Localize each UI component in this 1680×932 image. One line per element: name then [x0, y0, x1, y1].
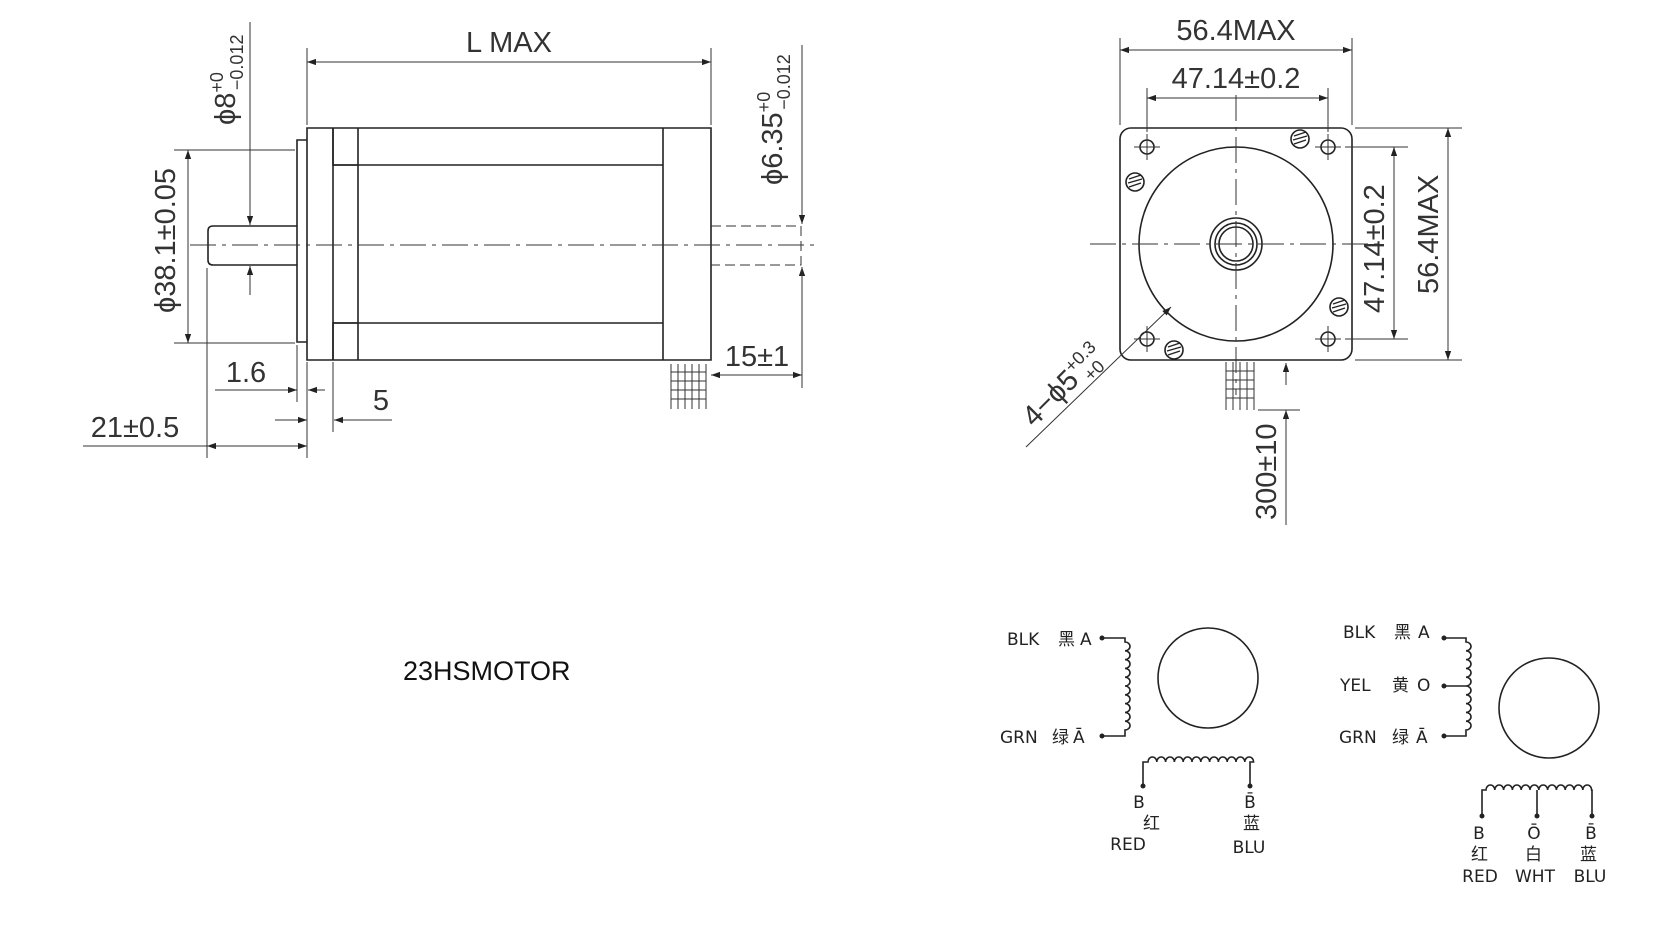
shaft-length-dim: 21±0.5	[91, 412, 180, 444]
signal-label: A	[1080, 630, 1092, 650]
side-view: L MAX ϕ8+0−0.012 ϕ38.1±0.05 ϕ6.35+0−0.01…	[83, 22, 815, 458]
holes-dim: 4−ϕ5+0.3+0	[1014, 337, 1114, 437]
body-height-dim: 56.4MAX	[1413, 175, 1445, 294]
wiring-diagram-4-wire: BLK 黑 A GRN 绿 Ā B 红 RED B̄ 蓝 BLU	[1000, 627, 1266, 858]
pilot-dia-dim: ϕ38.1±0.05	[150, 168, 182, 313]
wire-label-blk: BLK	[1007, 630, 1040, 650]
wire-label-blk: BLK	[1343, 623, 1376, 643]
wire-label-blu: BLU	[1233, 838, 1266, 858]
signal-label: Ā	[1073, 726, 1085, 748]
flange-1-6-dim: 1.6	[226, 357, 266, 389]
screw-icon	[1290, 129, 1310, 149]
wire-cn-label: 蓝	[1243, 814, 1260, 834]
signal-label: B̄	[1244, 791, 1256, 813]
wiring-diagram-6-wire: BLK 黑 A YEL 黄 O GRN 绿 Ā B 红 RED Ō 白 WHT …	[1339, 623, 1606, 887]
wire-cn-label: 蓝	[1580, 845, 1597, 865]
signal-label: O	[1417, 676, 1430, 696]
wire-cn-label: 白	[1525, 845, 1542, 865]
mount-hole	[1314, 325, 1342, 353]
flange-5-dim: 5	[373, 385, 389, 417]
screw-icon	[1125, 172, 1145, 192]
wire-cn-label: 绿	[1392, 728, 1409, 748]
screw-icon	[1164, 340, 1184, 360]
lead-length-dim: 300±10	[1251, 423, 1283, 520]
body-width-dim: 56.4MAX	[1176, 15, 1295, 47]
mount-hole	[1133, 133, 1161, 161]
length-dim: L MAX	[466, 27, 552, 59]
signal-label: Ō	[1527, 822, 1540, 844]
rear-length-dim: 15±1	[725, 341, 789, 373]
rotor-circle	[1157, 627, 1259, 729]
signal-label: B	[1133, 793, 1145, 813]
front-view: 56.4MAX 47.14±0.2 47.14±0.2 56.4MAX 4−ϕ5…	[1014, 15, 1462, 525]
wire-cn-label: 绿	[1052, 728, 1069, 748]
front-lead-wires	[1225, 362, 1255, 410]
hole-spacing-v-dim: 47.14±0.2	[1359, 184, 1391, 313]
screw-icon	[1329, 297, 1349, 317]
wire-label-red: RED	[1462, 867, 1498, 887]
page-title: 23HSMOTOR	[403, 656, 571, 686]
lead-wires	[670, 364, 707, 409]
rotor-circle	[1498, 657, 1600, 759]
motor-body-outline	[306, 127, 712, 361]
front-flange-boss	[296, 139, 307, 343]
wire-label-grn: GRN	[1000, 728, 1038, 748]
wire-cn-label: 黑	[1058, 630, 1075, 650]
rear-shaft-dia-dim: ϕ6.35+0−0.012	[754, 54, 794, 185]
mount-hole	[1314, 133, 1342, 161]
wire-cn-label: 黑	[1394, 623, 1411, 643]
wire-label-blu: BLU	[1574, 867, 1607, 887]
signal-label: A	[1418, 623, 1430, 643]
wire-cn-label: 红	[1143, 814, 1160, 834]
signal-label: B	[1473, 824, 1485, 844]
wire-label-grn: GRN	[1339, 728, 1377, 748]
wire-label-yel: YEL	[1339, 676, 1371, 696]
wire-label-red: RED	[1110, 835, 1146, 855]
hole-spacing-h-dim: 47.14±0.2	[1172, 63, 1301, 95]
wire-cn-label: 黄	[1392, 676, 1409, 696]
signal-label: Ā	[1416, 726, 1428, 748]
wire-label-wht: WHT	[1515, 867, 1556, 887]
wire-cn-label: 红	[1471, 845, 1488, 865]
signal-label: B̄	[1585, 822, 1597, 844]
shaft-dia-dim: ϕ8+0−0.012	[207, 35, 247, 125]
